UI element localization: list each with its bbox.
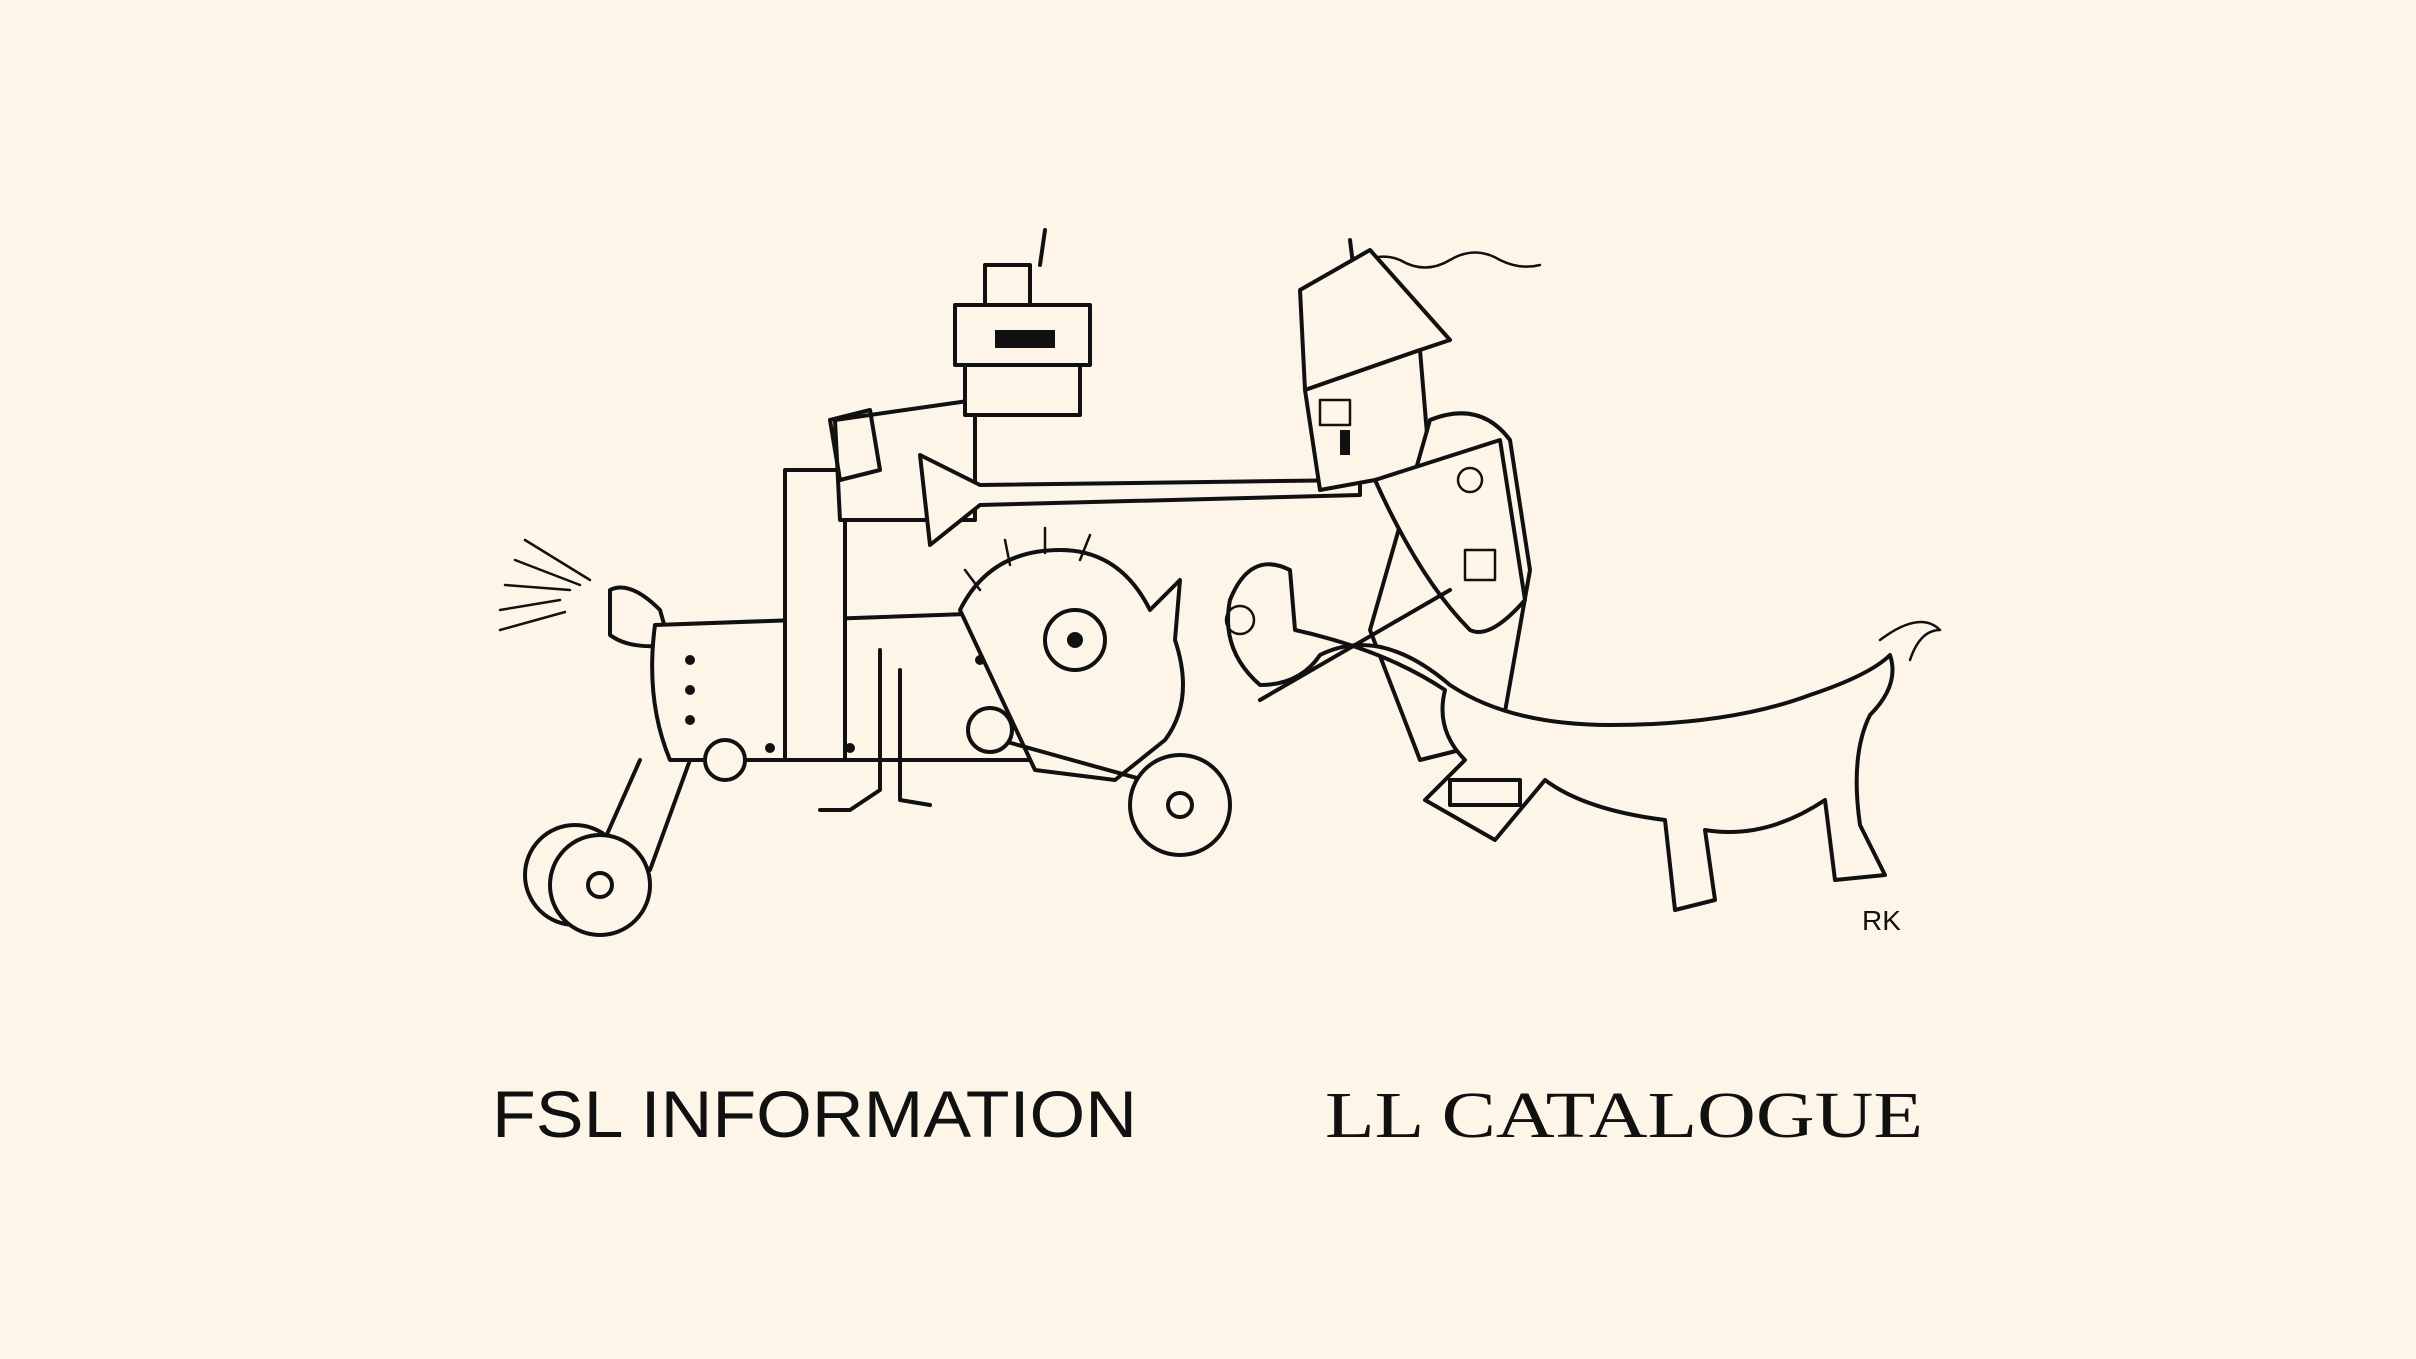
fsl-information-link[interactable]: FSL INFORMATION: [492, 1077, 1137, 1151]
artist-signature: RK: [1862, 905, 1901, 936]
ll-catalogue-link[interactable]: LL CATALOGUE: [1325, 1079, 1923, 1152]
robot-knight-drawing: [498, 228, 1362, 937]
house-knight-drawing: [1224, 238, 1942, 912]
